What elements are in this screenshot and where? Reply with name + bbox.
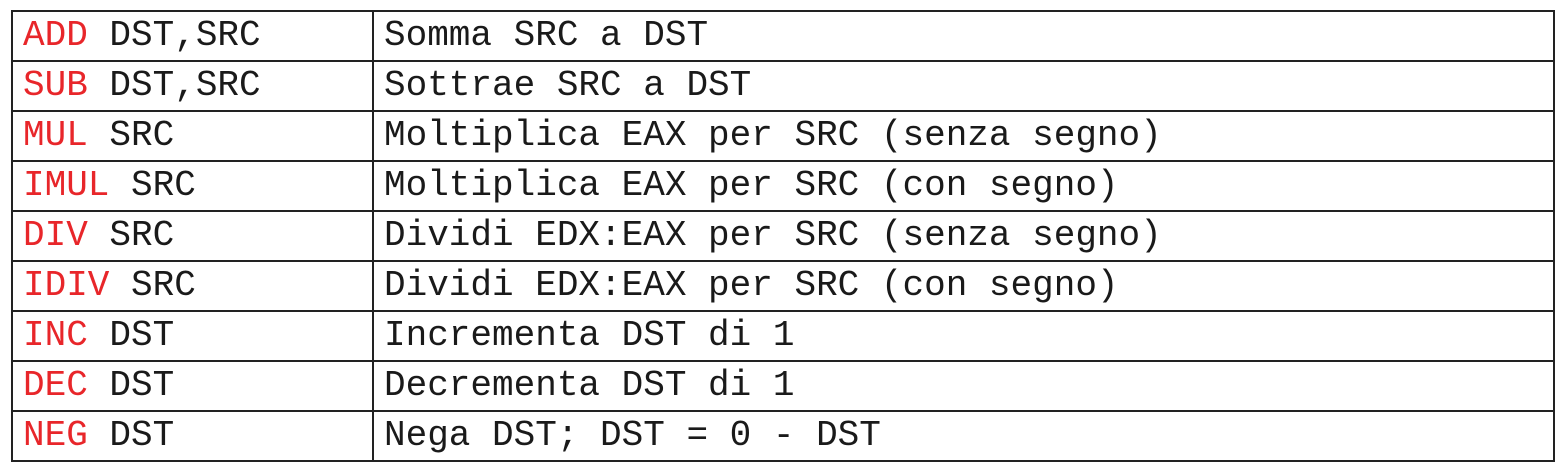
opcode: SUB: [23, 65, 88, 106]
table-row: DIV SRC Dividi EDX:EAX per SRC (senza se…: [11, 210, 1555, 262]
operands: SRC: [87, 115, 175, 156]
opcode: DEC: [23, 365, 88, 406]
description-cell: Somma SRC a DST: [372, 10, 1555, 62]
description-cell: Nega DST; DST = 0 - DST: [372, 410, 1555, 462]
instruction-cell: INC DST: [11, 310, 374, 362]
opcode: MUL: [23, 115, 88, 156]
opcode: INC: [23, 315, 88, 356]
table-row: MUL SRC Moltiplica EAX per SRC (senza se…: [11, 110, 1555, 162]
instruction-cell: DIV SRC: [11, 210, 374, 262]
opcode: IDIV: [23, 265, 110, 306]
description-cell: Moltiplica EAX per SRC (senza segno): [372, 110, 1555, 162]
instruction-cell: DEC DST: [11, 360, 374, 412]
opcode: ADD: [23, 15, 88, 56]
opcode: NEG: [23, 415, 88, 456]
instruction-cell: MUL SRC: [11, 110, 374, 162]
table-row: DEC DST Decrementa DST di 1: [11, 360, 1555, 412]
table-row: IDIV SRC Dividi EDX:EAX per SRC (con seg…: [11, 260, 1555, 312]
instruction-cell: IDIV SRC: [11, 260, 374, 312]
operands: SRC: [87, 215, 175, 256]
operands: DST: [87, 315, 175, 356]
instruction-cell: SUB DST,SRC: [11, 60, 374, 112]
operands: DST: [87, 365, 175, 406]
instruction-table: ADD DST,SRC Somma SRC a DST SUB DST,SRC …: [11, 10, 1555, 462]
operands: DST,SRC: [87, 65, 261, 106]
instruction-table-body: ADD DST,SRC Somma SRC a DST SUB DST,SRC …: [11, 10, 1555, 462]
description-cell: Decrementa DST di 1: [372, 360, 1555, 412]
description-cell: Sottrae SRC a DST: [372, 60, 1555, 112]
opcode: DIV: [23, 215, 88, 256]
operands: SRC: [109, 165, 196, 206]
description-cell: Dividi EDX:EAX per SRC (con segno): [372, 260, 1555, 312]
table-row: NEG DST Nega DST; DST = 0 - DST: [11, 410, 1555, 462]
description-cell: Incrementa DST di 1: [372, 310, 1555, 362]
opcode: IMUL: [23, 165, 110, 206]
instruction-cell: NEG DST: [11, 410, 374, 462]
instruction-cell: IMUL SRC: [11, 160, 374, 212]
instruction-cell: ADD DST,SRC: [11, 10, 374, 62]
table-row: IMUL SRC Moltiplica EAX per SRC (con seg…: [11, 160, 1555, 212]
table-row: SUB DST,SRC Sottrae SRC a DST: [11, 60, 1555, 112]
description-cell: Moltiplica EAX per SRC (con segno): [372, 160, 1555, 212]
table-row: INC DST Incrementa DST di 1: [11, 310, 1555, 362]
operands: SRC: [109, 265, 196, 306]
table-row: ADD DST,SRC Somma SRC a DST: [11, 10, 1555, 62]
operands: DST: [87, 415, 175, 456]
description-cell: Dividi EDX:EAX per SRC (senza segno): [372, 210, 1555, 262]
operands: DST,SRC: [87, 15, 261, 56]
